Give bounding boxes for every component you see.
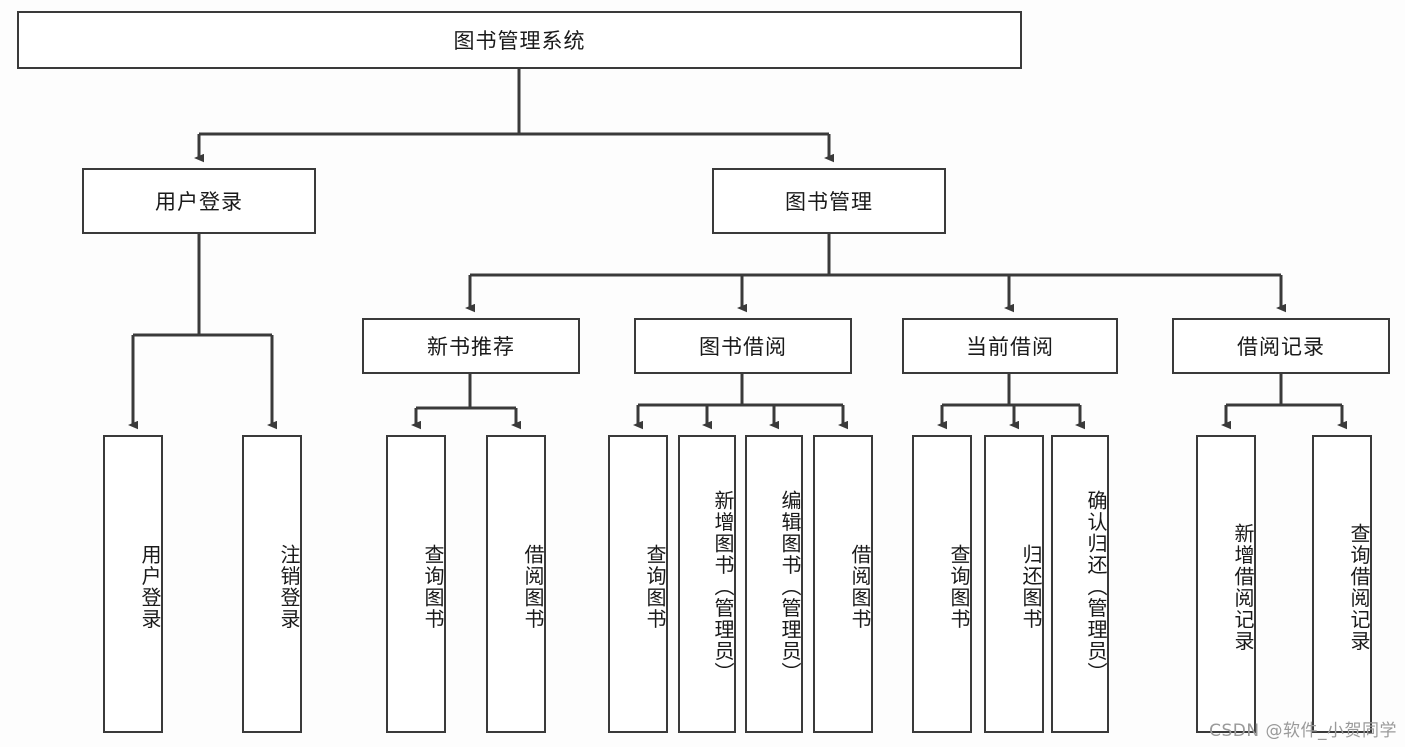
node-user-login-label: 用户登录	[155, 190, 243, 214]
leaf-borrow-book-label: 借阅图书	[848, 544, 872, 630]
node-user-login[interactable]: 用户登录	[82, 168, 316, 234]
leaf-query-book-rec-label: 查询图书	[421, 544, 445, 630]
leaf-borrow-book-rec-label: 借阅图书	[521, 544, 545, 630]
leaf-query-book-cur-label: 查询图书	[947, 544, 971, 630]
node-new-book-recommend[interactable]: 新书推荐	[362, 318, 580, 374]
node-book-borrow[interactable]: 图书借阅	[634, 318, 852, 374]
node-root[interactable]: 图书管理系统	[17, 11, 1022, 69]
leaf-user-login-label: 用户登录	[138, 544, 162, 630]
node-root-label: 图书管理系统	[453, 29, 586, 53]
leaf-edit-book-label: 编辑图书（管理员）	[778, 490, 802, 684]
leaf-confirm-return[interactable]: 确认归还（管理员）	[1051, 435, 1109, 733]
node-book-borrow-label: 图书借阅	[699, 335, 787, 359]
leaf-return-book[interactable]: 归还图书	[984, 435, 1044, 733]
leaf-borrow-book-rec[interactable]: 借阅图书	[486, 435, 546, 733]
leaf-query-record[interactable]: 查询借阅记录	[1312, 435, 1372, 733]
node-book-management[interactable]: 图书管理	[712, 168, 946, 234]
leaf-return-book-label: 归还图书	[1019, 544, 1043, 630]
leaf-user-login[interactable]: 用户登录	[103, 435, 163, 733]
node-borrow-record[interactable]: 借阅记录	[1172, 318, 1390, 374]
leaf-add-book-label: 新增图书（管理员）	[711, 490, 735, 684]
csdn-watermark: CSDN @软件_小贺同学	[1209, 721, 1397, 741]
node-current-borrow-label: 当前借阅	[966, 335, 1054, 359]
leaf-query-book-borrow[interactable]: 查询图书	[608, 435, 668, 733]
leaf-edit-book[interactable]: 编辑图书（管理员）	[745, 435, 803, 733]
node-new-book-recommend-label: 新书推荐	[427, 335, 515, 359]
leaf-logout[interactable]: 注销登录	[242, 435, 302, 733]
node-book-management-label: 图书管理	[785, 190, 873, 214]
leaf-query-book-borrow-label: 查询图书	[643, 544, 667, 630]
leaf-add-record[interactable]: 新增借阅记录	[1196, 435, 1256, 733]
node-current-borrow[interactable]: 当前借阅	[902, 318, 1118, 374]
leaf-add-record-label: 新增借阅记录	[1231, 522, 1255, 652]
node-borrow-record-label: 借阅记录	[1237, 335, 1325, 359]
leaf-confirm-return-label: 确认归还（管理员）	[1084, 490, 1108, 684]
leaf-add-book[interactable]: 新增图书（管理员）	[678, 435, 736, 733]
leaf-borrow-book[interactable]: 借阅图书	[813, 435, 873, 733]
leaf-query-book-rec[interactable]: 查询图书	[386, 435, 446, 733]
leaf-query-record-label: 查询借阅记录	[1347, 522, 1371, 652]
leaf-query-book-cur[interactable]: 查询图书	[912, 435, 972, 733]
leaf-logout-label: 注销登录	[277, 544, 301, 630]
